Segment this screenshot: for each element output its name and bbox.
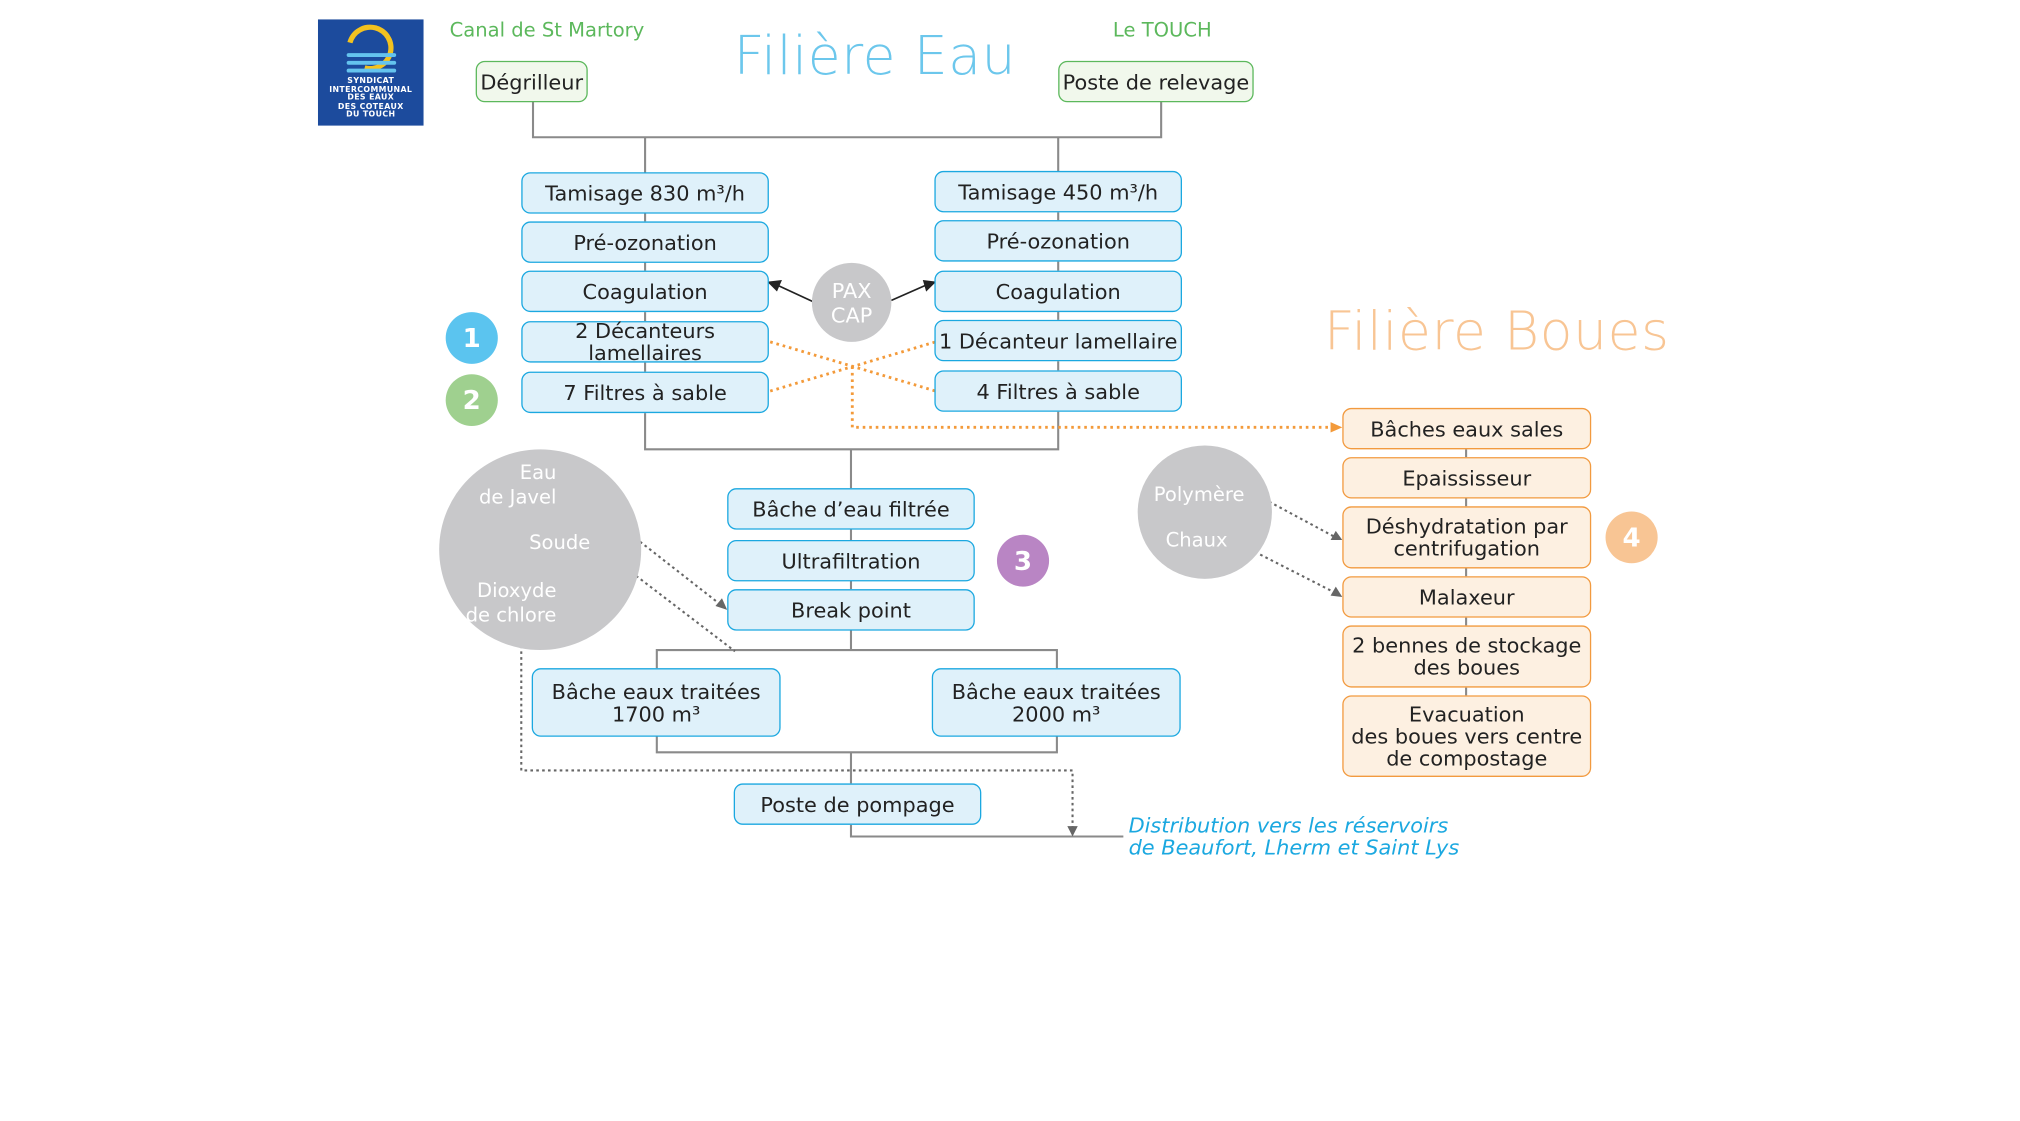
pax-cap-reagent-circle: PAX CAP: [811, 262, 892, 342]
pax-arrowhead-left: [767, 279, 782, 292]
dioxyde-arrowhead: [1067, 826, 1078, 837]
bache-traitees-1700-box: Bâche eaux traitées 1700 m³: [531, 668, 781, 737]
baches-eaux-sales-box: Bâches eaux sales: [1342, 407, 1592, 450]
evacuation-boues-box: Evacuation des boues vers centre de comp…: [1342, 695, 1592, 777]
sludge-link-arrowhead: [1330, 422, 1343, 433]
polymere-label: Polymère: [1153, 482, 1245, 507]
line-feed-connector: [644, 137, 1060, 174]
syndicat-logo: SYNDICAT INTERCOMMUNAL DES EAUX DES COTE…: [317, 19, 424, 126]
chaux-label: Chaux: [1165, 528, 1228, 552]
bennes-stockage-box: 2 bennes de stockage des boues: [1342, 625, 1592, 688]
chemical-reagents-circle: Eau de Javel Soude Dioxyde de chlore: [439, 449, 642, 651]
left-tamisage-box: Tamisage 830 m³/h: [521, 172, 769, 214]
step-badge-3: 3: [996, 534, 1050, 587]
epaississeur-box: Epaississeur: [1342, 457, 1592, 499]
step-badge-1: 1: [445, 312, 498, 364]
bache-eau-filtree-box: Bâche d’eau filtrée: [727, 488, 975, 530]
logo-text: SYNDICAT INTERCOMMUNAL DES EAUX DES COTE…: [329, 76, 413, 120]
javel-feed-line: [561, 479, 722, 606]
step-badge-4: 4: [1605, 511, 1658, 564]
source-left-label: Canal de St Martory: [449, 18, 645, 42]
right-preozonation-box: Pré-ozonation: [934, 220, 1183, 262]
distribution-label: Distribution vers les réservoirs de Beau…: [1128, 813, 1460, 860]
right-filtres-box: 4 Filtres à sable: [934, 370, 1183, 412]
chaux-arrowhead: [1330, 586, 1343, 597]
pax-arrowhead-right: [922, 280, 937, 292]
logo-wave-icon: [346, 53, 397, 57]
left-preozonation-box: Pré-ozonation: [521, 221, 769, 263]
storage-merge-connector: [655, 735, 1058, 784]
left-decanteurs-box: 2 Décanteurs lamellaires: [521, 320, 769, 364]
storage-split-connector: [655, 629, 1058, 669]
ultrafiltration-box: Ultrafiltration: [727, 539, 975, 582]
logo-wave-icon: [346, 60, 397, 65]
soude-label: Soude: [529, 530, 591, 555]
dioxyde-de-chlore-label: Dioxyde de chlore: [465, 578, 557, 627]
logo-wave-icon: [346, 68, 397, 73]
pax-arrow-left: [776, 284, 814, 303]
merge-connector: [644, 411, 1060, 489]
left-filtres-box: 7 Filtres à sable: [521, 371, 769, 414]
right-coagulation-box: Coagulation: [934, 270, 1183, 313]
bache-traitees-2000-box: Bâche eaux traitées 2000 m³: [931, 668, 1181, 737]
dioxyde-feed-line: [520, 628, 1074, 829]
source-right-label: Le TOUCH: [1112, 18, 1212, 42]
left-coagulation-box: Coagulation: [521, 270, 769, 313]
polymere-arrowhead: [1330, 530, 1343, 540]
right-decanteur-box: 1 Décanteur lamellaire: [934, 319, 1183, 362]
pax-arrow-right: [891, 284, 927, 302]
sludge-link-filters: [769, 340, 937, 393]
malaxeur-box: Malaxeur: [1342, 576, 1592, 618]
deshydratation-box: Déshydratation par centrifugation: [1342, 506, 1592, 569]
step-badge-2: 2: [445, 374, 498, 427]
break-point-box: Break point: [727, 589, 975, 631]
title-filiere-boues: Filière Boues: [1324, 300, 1670, 363]
poste-de-relevage-box: Poste de relevage: [1058, 60, 1254, 103]
degrilleur-box: Dégrilleur: [475, 60, 588, 103]
title-filiere-eau: Filière Eau: [733, 24, 1017, 87]
distribution-line: [849, 824, 1124, 838]
intake-connector: [531, 101, 1163, 139]
poste-de-pompage-box: Poste de pompage: [733, 783, 982, 825]
sludge-link-to-bache: [850, 366, 1334, 429]
sludge-reagents-circle: Polymère Chaux: [1137, 445, 1272, 579]
eau-de-javel-label: Eau de Javel: [479, 460, 557, 509]
right-tamisage-box: Tamisage 450 m³/h: [934, 170, 1183, 213]
javel-arrowhead: [715, 598, 728, 610]
